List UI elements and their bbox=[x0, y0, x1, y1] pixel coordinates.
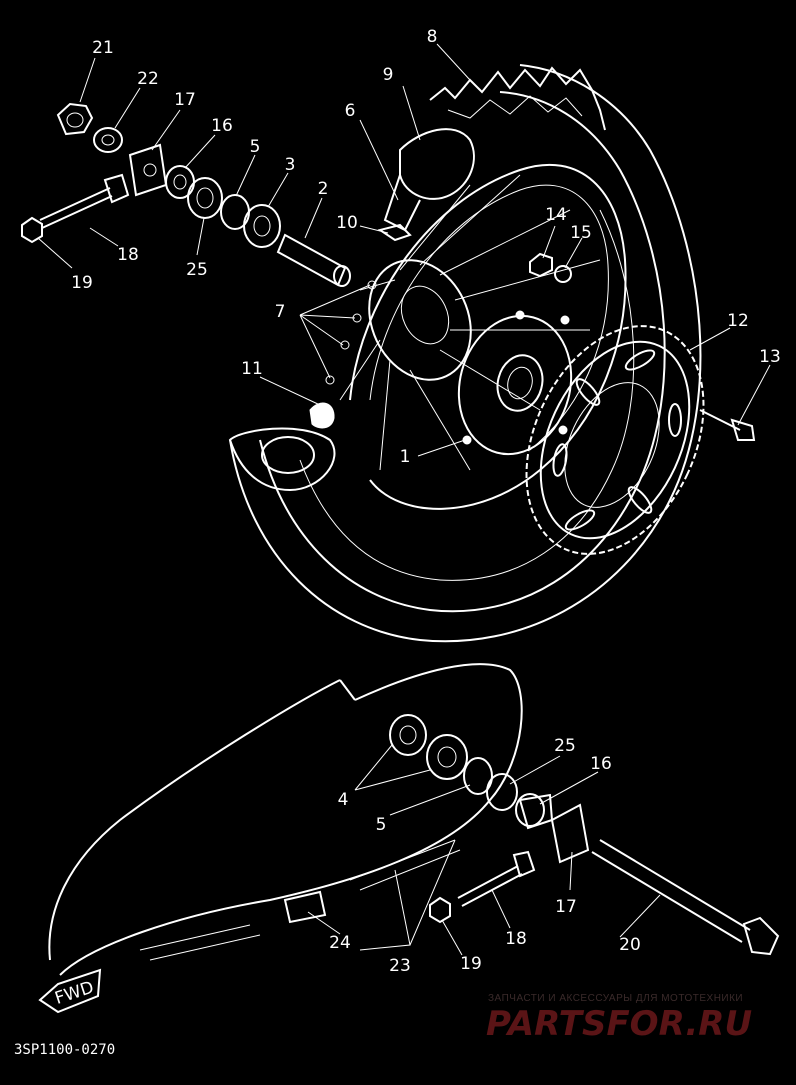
part-20-axle bbox=[591, 839, 780, 956]
callout-21: 21 bbox=[92, 38, 114, 58]
callout-25-bottom: 25 bbox=[554, 736, 576, 756]
callout-2: 2 bbox=[318, 179, 329, 199]
callout-20: 20 bbox=[619, 935, 641, 955]
callout-3: 3 bbox=[285, 155, 296, 175]
callout-18-top: 18 bbox=[117, 245, 139, 265]
callout-15: 15 bbox=[570, 223, 592, 243]
callout-14: 14 bbox=[545, 205, 567, 225]
callout-9: 9 bbox=[383, 65, 394, 85]
callout-10: 10 bbox=[336, 213, 358, 233]
watermark-logo-text: PARTSFOR.RU bbox=[486, 1004, 752, 1043]
part-17-adjuster-plate-lower bbox=[550, 803, 590, 864]
fwd-arrow bbox=[38, 968, 102, 1014]
leader-lines bbox=[37, 43, 771, 956]
callout-22: 22 bbox=[137, 69, 159, 89]
rear-hub bbox=[339, 174, 601, 471]
watermark-subtitle: ЗАПЧАСТИ И АКСЕССУАРЫ ДЛЯ МОТОТЕХНИКИ bbox=[488, 993, 744, 1004]
part-5-circlip-lower bbox=[463, 757, 493, 795]
callout-6: 6 bbox=[345, 101, 356, 121]
callout-18-bottom: 18 bbox=[505, 929, 527, 949]
callout-16-top: 16 bbox=[211, 116, 233, 136]
diagram-code: 3SP1100-0270 bbox=[14, 1042, 116, 1058]
part-11-brake-hub-side bbox=[228, 402, 336, 492]
callout-12: 12 bbox=[727, 311, 749, 331]
part-4-bearing-b bbox=[426, 734, 468, 780]
part-19-nut bbox=[21, 216, 43, 244]
part-7-spoke-nipples bbox=[325, 280, 377, 385]
part-9-tube-valve bbox=[377, 128, 475, 242]
part-23-drive-chain bbox=[48, 663, 523, 976]
callout-19-top: 19 bbox=[71, 273, 93, 293]
part-13-bolt bbox=[699, 409, 756, 441]
part-25-oil-seal-lower bbox=[486, 773, 518, 811]
callout-17-top: 17 bbox=[174, 90, 196, 110]
callout-1: 1 bbox=[400, 447, 411, 467]
callout-19-bottom: 19 bbox=[460, 954, 482, 974]
part-25-oil-seal bbox=[187, 177, 223, 219]
callout-23: 23 bbox=[389, 956, 411, 976]
part-18-adjusting-bolt bbox=[39, 173, 130, 229]
callout-5-bottom: 5 bbox=[376, 815, 387, 835]
part-12-rear-sprocket bbox=[525, 325, 705, 555]
callout-7: 7 bbox=[275, 302, 286, 322]
part-21-nut bbox=[56, 102, 94, 136]
part-17-adjuster-plate bbox=[128, 143, 168, 197]
part-14-bolt bbox=[529, 252, 553, 278]
watermark-logo: PARTSFOR.RU bbox=[486, 1004, 752, 1043]
part-4-bearing-a bbox=[389, 714, 427, 756]
part-3-bearing bbox=[243, 204, 281, 248]
rear-rim bbox=[349, 164, 627, 510]
part-22-washer bbox=[93, 127, 123, 153]
part-16-collar bbox=[165, 165, 195, 199]
callout-17-bottom: 17 bbox=[555, 897, 577, 917]
part-19-nut-lower bbox=[429, 896, 451, 924]
callout-13: 13 bbox=[759, 347, 781, 367]
callout-16-bottom: 16 bbox=[590, 754, 612, 774]
callout-25-top: 25 bbox=[186, 260, 208, 280]
callout-8: 8 bbox=[427, 27, 438, 47]
part-2-spacer bbox=[276, 233, 351, 287]
part-15-washer bbox=[554, 265, 572, 283]
fwd-label: FWD bbox=[52, 978, 96, 1009]
callout-4: 4 bbox=[338, 790, 349, 810]
callout-5-top: 5 bbox=[250, 137, 261, 157]
callout-11: 11 bbox=[241, 359, 263, 379]
callout-24: 24 bbox=[329, 933, 351, 953]
callouts: 21 22 17 16 5 3 2 25 18 19 6 9 8 10 7 11… bbox=[71, 27, 781, 976]
rear-tire bbox=[229, 64, 702, 643]
part-16-collar-lower bbox=[515, 793, 554, 830]
part-1-sprocket-carrier bbox=[457, 310, 573, 456]
